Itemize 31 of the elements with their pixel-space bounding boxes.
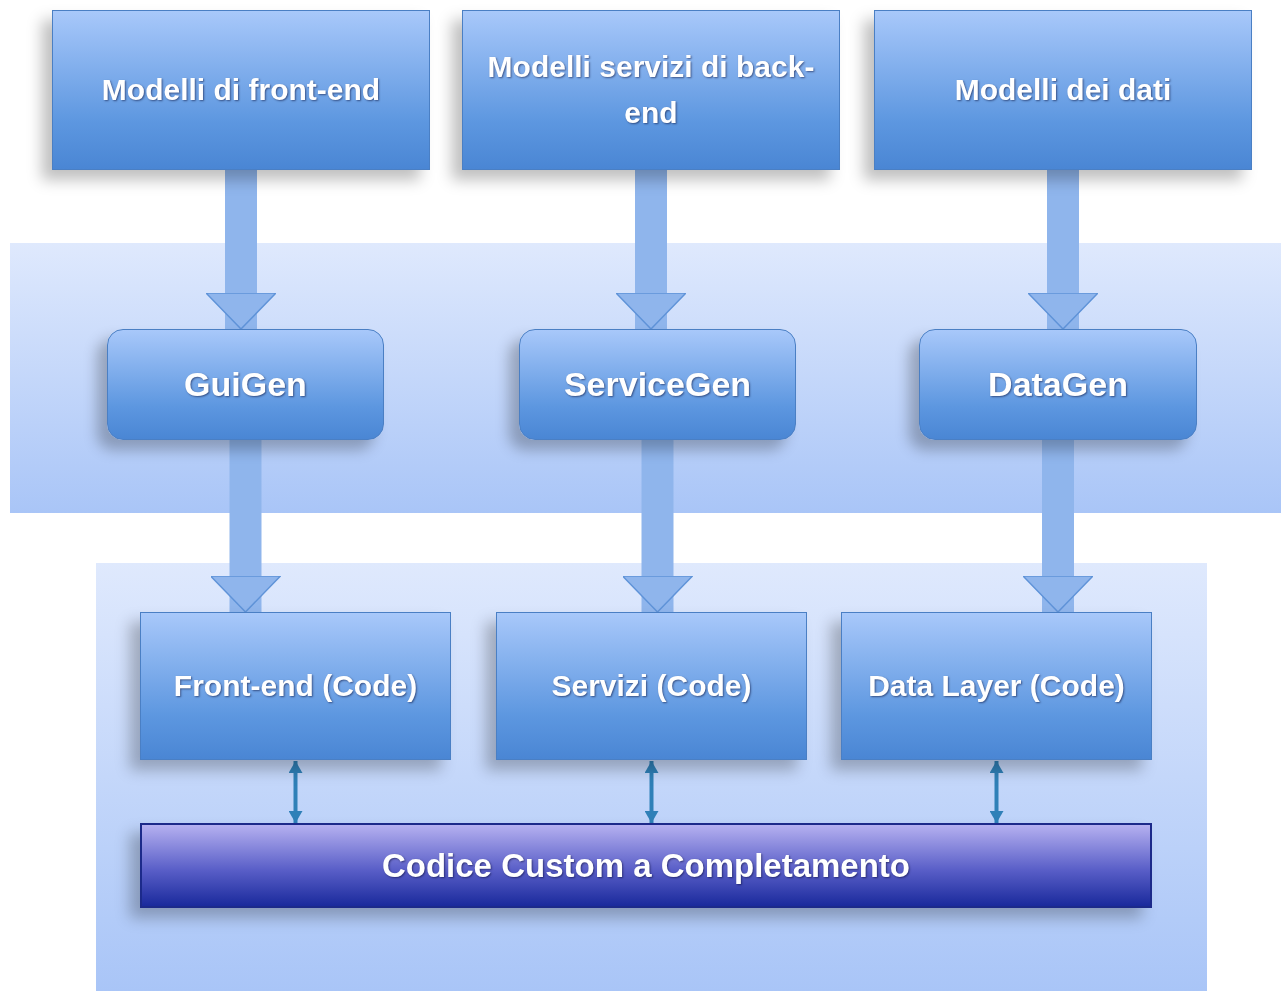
generator-box	[519, 329, 796, 440]
model-box	[874, 10, 1252, 170]
double-arrow	[288, 761, 303, 823]
model-box	[52, 10, 430, 170]
block-arrow	[621, 440, 694, 613]
box-label: DataGen	[988, 364, 1128, 406]
generator-box	[107, 329, 384, 440]
generator-box	[919, 329, 1197, 440]
block-arrow	[615, 170, 687, 330]
block-arrow	[209, 440, 282, 613]
layer-band	[10, 243, 1281, 513]
box-label: Modelli dei dati	[954, 71, 1172, 108]
box-label: ServiceGen	[563, 364, 752, 406]
box-label: Modelli servizi di back-end	[486, 48, 816, 131]
block-arrow	[205, 170, 277, 330]
code-box	[841, 612, 1152, 760]
box-label: Front-end (Code)	[173, 667, 418, 704]
box-label: Servizi (Code)	[551, 667, 752, 704]
custom-code-bar	[140, 823, 1152, 908]
box-label: Modelli di front-end	[101, 71, 381, 108]
double-arrow	[644, 761, 659, 823]
block-arrow	[1027, 170, 1099, 330]
double-arrow	[989, 761, 1004, 823]
block-arrow	[1022, 440, 1094, 613]
box-label: Data Layer (Code)	[868, 667, 1125, 704]
model-box	[462, 10, 840, 170]
code-box	[496, 612, 807, 760]
code-box	[140, 612, 451, 760]
box-label: Codice Custom a Completamento	[381, 845, 911, 886]
box-label: GuiGen	[184, 364, 307, 406]
layer-band	[96, 563, 1207, 991]
